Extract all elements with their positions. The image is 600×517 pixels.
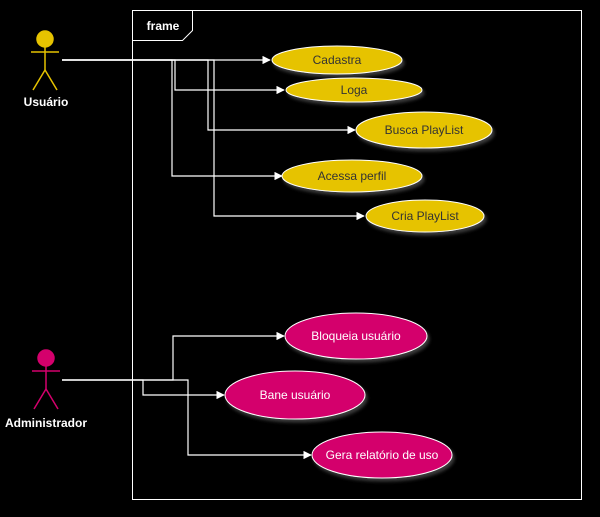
actor-administrador[interactable]: Administrador [3, 349, 89, 432]
use-case-acessa-perfil[interactable]: Acessa perfil [281, 159, 423, 193]
connector-acessa [62, 59, 283, 181]
actor-usuario[interactable]: Usuário [22, 30, 70, 111]
system-frame: frame [132, 10, 582, 500]
admin-stick-figure [32, 349, 60, 410]
use-case-loga[interactable]: Loga [285, 77, 423, 103]
actor-label-usuario: Usuário [24, 95, 69, 109]
connector-gera [62, 379, 312, 460]
use-case-bloqueia-usuario[interactable]: Bloqueia usuário [284, 312, 428, 360]
admin-connectors [62, 331, 312, 460]
frame-label: frame [147, 19, 180, 33]
use-case-label-gera: Gera relatório de uso [326, 448, 439, 462]
use-case-label-cadastra: Cadastra [313, 53, 362, 67]
actor-label-administrador: Administrador [5, 416, 87, 430]
user-stick-figure [31, 30, 59, 91]
connector-bane [62, 379, 225, 400]
use-case-label-bloqueia: Bloqueia usuário [311, 329, 401, 343]
use-case-gera-relatorio[interactable]: Gera relatório de uso [311, 431, 453, 479]
user-connectors [62, 55, 365, 221]
use-case-busca-playlist[interactable]: Busca PlayList [355, 111, 493, 149]
use-case-label-bane: Bane usuário [260, 388, 331, 402]
connector-loga [62, 59, 285, 95]
use-case-label-cria: Cria PlayList [391, 209, 459, 223]
use-case-label-loga: Loga [341, 83, 368, 97]
use-case-bane-usuario[interactable]: Bane usuário [224, 370, 366, 420]
use-case-label-acessa: Acessa perfil [318, 169, 387, 183]
connector-cria [62, 59, 365, 221]
connector-bloqueia [62, 331, 285, 381]
use-case-label-busca: Busca PlayList [385, 123, 464, 137]
use-case-cadastra[interactable]: Cadastra [271, 45, 403, 75]
frame-tab [132, 10, 193, 41]
use-case-cria-playlist[interactable]: Cria PlayList [365, 199, 485, 233]
